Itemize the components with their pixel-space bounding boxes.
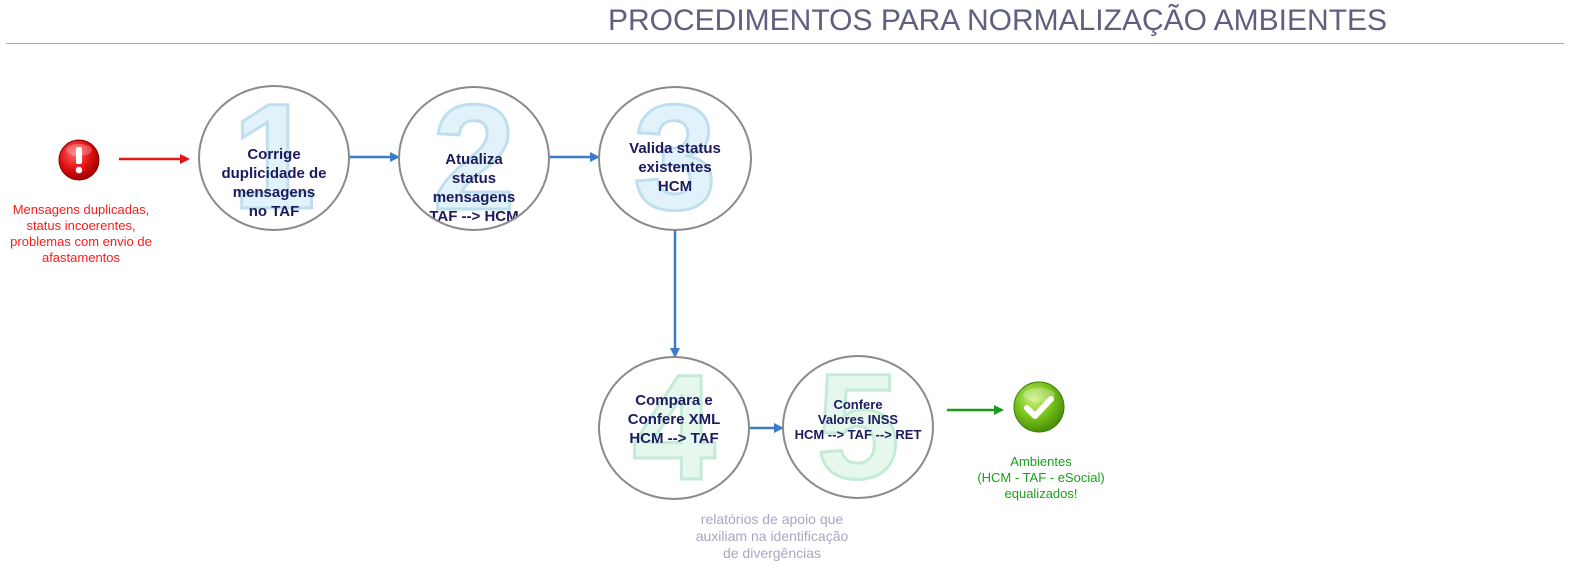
- step-5-circle: 5 Confere Valores INSS HCM --> TAF --> R…: [782, 355, 934, 499]
- step-1-number: 1: [231, 85, 317, 231]
- step-3-circle: 3 Valida status existentes HCM: [598, 86, 752, 231]
- title-divider: [6, 43, 1564, 44]
- step-1-label: Corrige duplicidade de mensagens no TAF: [221, 146, 327, 220]
- page-title: PROCEDIMENTOS PARA NORMALIZAÇÃO AMBIENTE…: [608, 4, 1388, 37]
- step-3-number: 3: [632, 86, 718, 231]
- step-2-label: Atualiza status mensagens TAF --> HCM: [429, 151, 519, 225]
- step-2-circle: 2 Atualiza status mensagens TAF --> HCM: [398, 86, 550, 231]
- end-note: Ambientes (HCM - TAF - eSocial) equaliza…: [977, 454, 1105, 501]
- step-1-circle: 1 Corrige duplicidade de mensagens no TA…: [198, 85, 350, 231]
- step-3-label: Valida status existentes HCM: [629, 140, 721, 195]
- step-5-number: 5: [815, 355, 901, 499]
- step-4-circle: 4 Compara e Confere XML HCM --> TAF: [598, 356, 750, 500]
- step-4-label: Compara e Confere XML HCM --> TAF: [627, 392, 721, 447]
- step-2-number: 2: [431, 86, 517, 231]
- start-note: Mensagens duplicadas, status incoerentes…: [10, 202, 152, 265]
- step-4-number: 4: [631, 356, 717, 500]
- success-check-icon: [1012, 380, 1066, 434]
- step-5-label: Confere Valores INSS HCM --> TAF --> RET: [794, 397, 922, 442]
- support-note: relatórios de apoio que auxiliam na iden…: [695, 511, 849, 561]
- error-exclamation-icon: [57, 138, 101, 182]
